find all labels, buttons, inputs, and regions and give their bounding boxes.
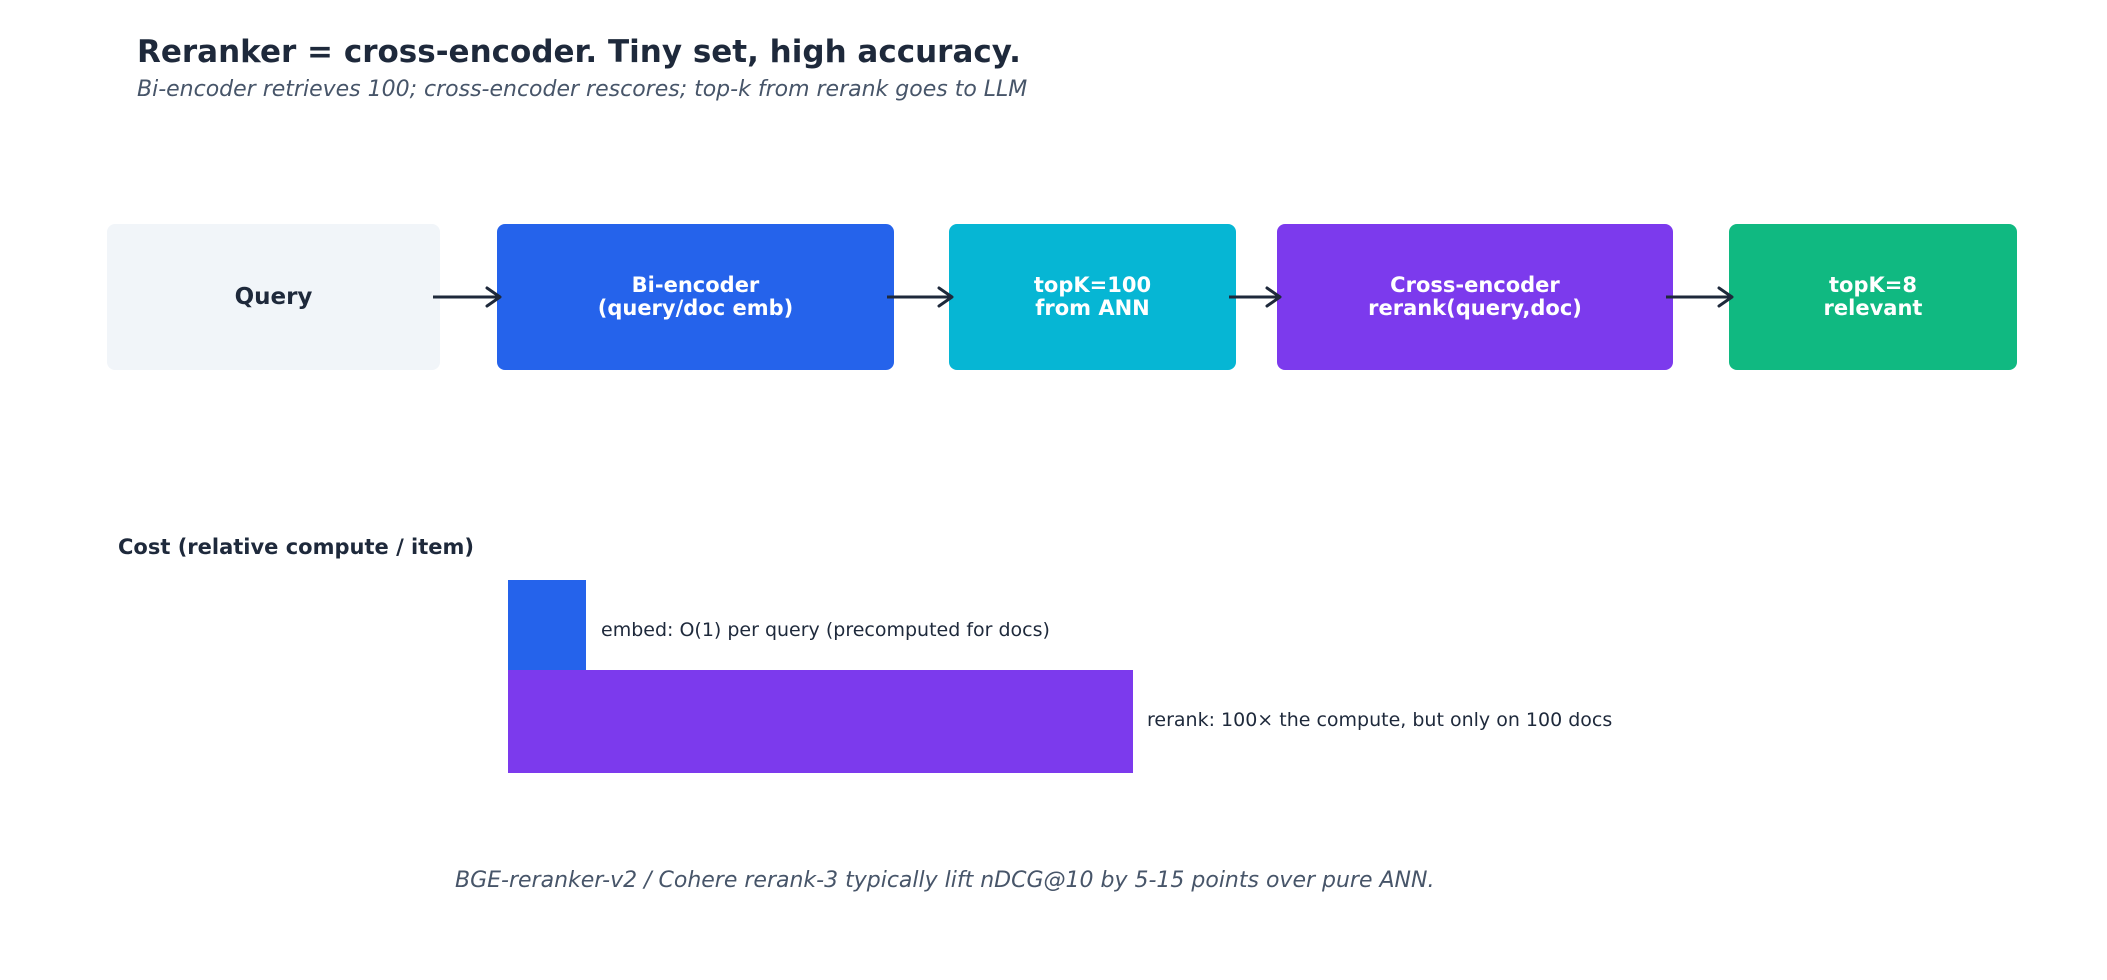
- arrow-head-icon: [485, 286, 502, 308]
- node-bi-encoder-label: Bi-encoder (query/doc emb): [597, 273, 794, 320]
- arrow-head-icon: [1265, 286, 1282, 308]
- cost-bar-embed-label: embed: O(1) per query (precomputed for d…: [601, 619, 1050, 641]
- footnote: BGE-reranker-v2 / Cohere rerank-3 typica…: [455, 868, 1435, 893]
- arrow-bi-encoder-to-topk: [887, 286, 954, 308]
- node-bi-encoder: Bi-encoder (query/doc emb): [497, 224, 894, 370]
- node-topk-100-label: topK=100 from ANN: [1033, 273, 1152, 320]
- node-cross-encoder: Cross-encoder rerank(query,doc): [1277, 224, 1673, 370]
- arrow-cross-encoder-to-topk-8: [1666, 286, 1734, 308]
- node-topk-100: topK=100 from ANN: [949, 224, 1236, 370]
- page-title: Reranker = cross-encoder. Tiny set, high…: [137, 34, 1021, 70]
- arrow-topk-to-cross-encoder: [1229, 286, 1282, 308]
- node-query-label: Query: [234, 283, 313, 310]
- node-cross-encoder-label: Cross-encoder rerank(query,doc): [1368, 273, 1582, 320]
- node-query: Query: [107, 224, 440, 370]
- node-topk-8-label: topK=8 relevant: [1823, 273, 1923, 320]
- node-topk-8: topK=8 relevant: [1729, 224, 2017, 370]
- arrow-head-icon: [1717, 286, 1734, 308]
- cost-bar-rerank: [508, 670, 1133, 773]
- cost-heading: Cost (relative compute / item): [118, 535, 475, 559]
- page-subtitle: Bi-encoder retrieves 100; cross-encoder …: [137, 77, 1028, 102]
- arrow-query-to-bi-encoder: [433, 286, 502, 308]
- cost-bar-rerank-label: rerank: 100× the compute, but only on 10…: [1147, 709, 1613, 731]
- cost-bar-embed: [508, 580, 586, 670]
- arrow-head-icon: [937, 286, 954, 308]
